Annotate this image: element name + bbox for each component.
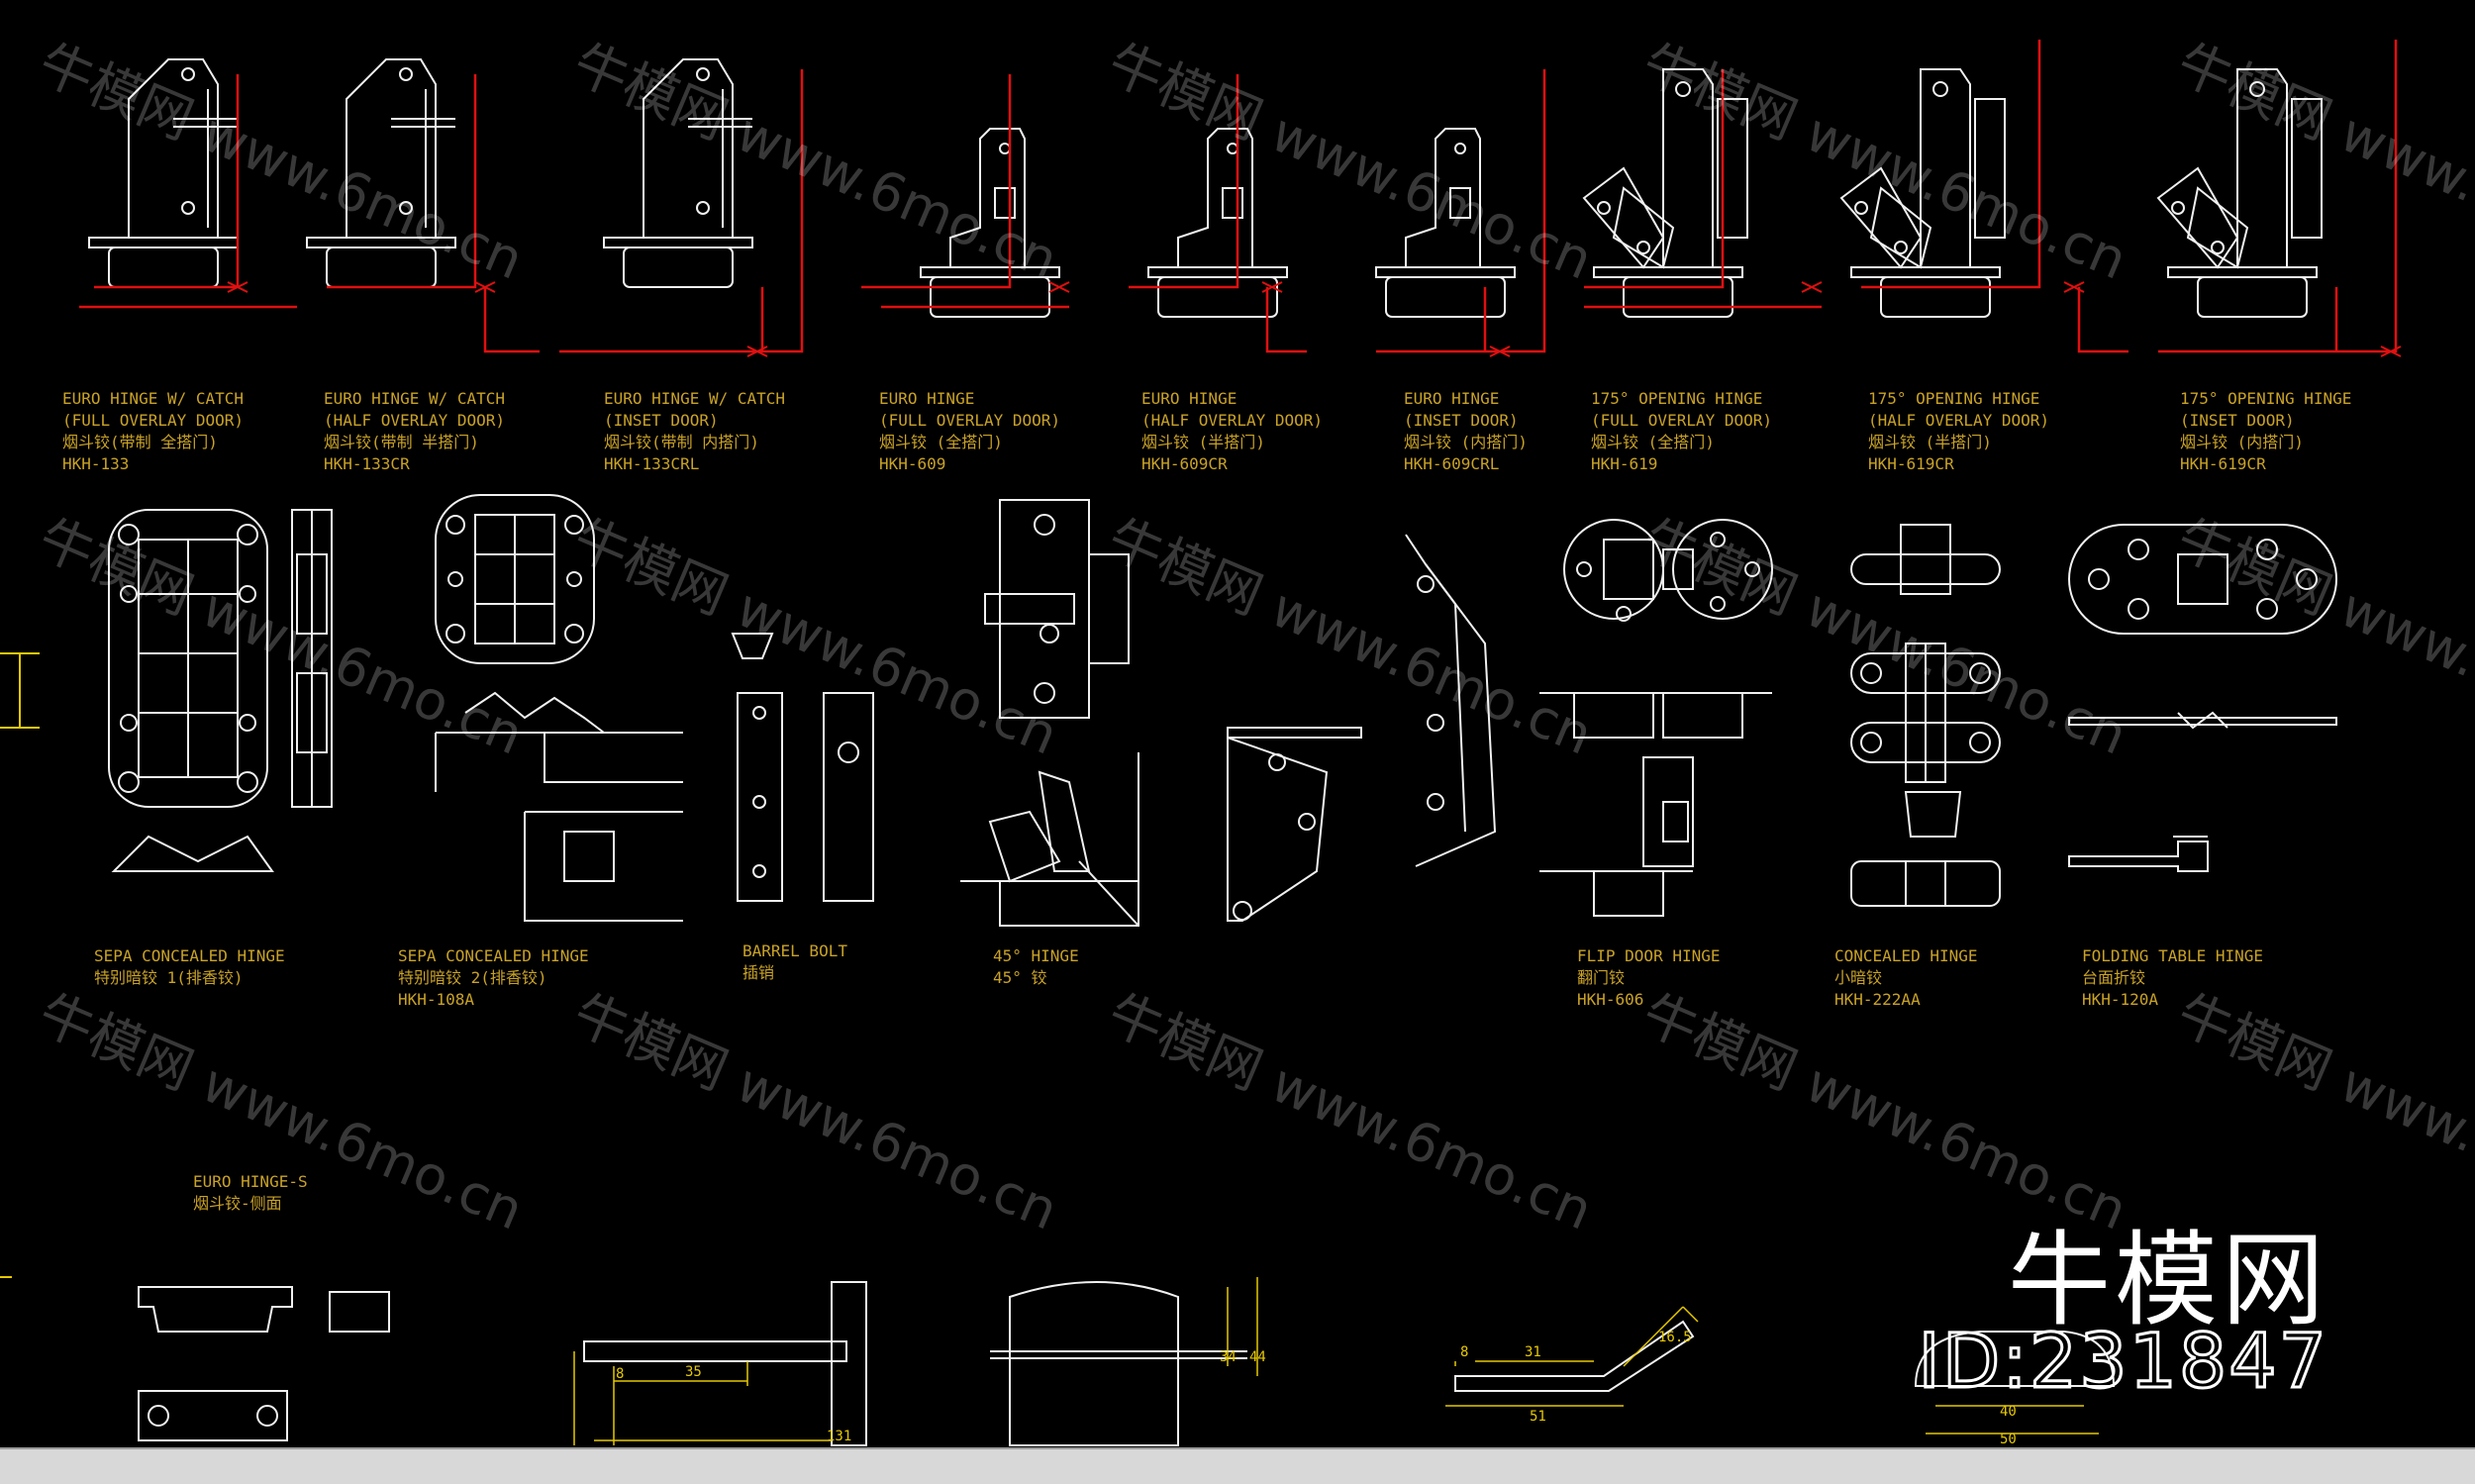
dim-label: 51 (1530, 1409, 1546, 1425)
dim-label: 35 (685, 1364, 702, 1380)
dim-label: 8 (616, 1366, 624, 1382)
label-hkh-619cr-inset: 175° OPENING HINGE(INSET DOOR)烟斗铰 (内搭门)H… (2180, 389, 2352, 473)
dim-label: 16.5 (1658, 1330, 1692, 1345)
dim-label: 40 (2000, 1404, 2017, 1420)
dim-label: 44 (1249, 1349, 1266, 1365)
label-hkh-133: EURO HINGE W/ CATCH(FULL OVERLAY DOOR)烟斗… (62, 389, 245, 473)
brand-logo: 牛模网 (2007, 1220, 2328, 1340)
label-hkh-133cr: EURO HINGE W/ CATCH(HALF OVERLAY DOOR)烟斗… (324, 389, 506, 473)
label-hkh-619: 175° OPENING HINGE(FULL OVERLAY DOOR)烟斗铰… (1591, 389, 1773, 473)
label-hkh-133crl: EURO HINGE W/ CATCH(INSET DOOR)烟斗铰(带制 内搭… (604, 389, 786, 473)
brand-id: ID:231847 (1917, 1316, 2328, 1407)
edge-marker (0, 652, 40, 1278)
status-bar (0, 1447, 2475, 1484)
dim-label: 8 (1460, 1344, 1468, 1360)
label-hkh-609crl: EURO HINGE(INSET DOOR)烟斗铰 (内搭门)HKH-609CR… (1404, 389, 1528, 473)
label-hkh-609: EURO HINGE(FULL OVERLAY DOOR)烟斗铰 (全搭门)HK… (879, 389, 1061, 473)
label-hkh-619cr: 175° OPENING HINGE(HALF OVERLAY DOOR)烟斗铰… (1868, 389, 2050, 473)
dim-label: 131 (827, 1429, 851, 1444)
label-hkh-609cr: EURO HINGE(HALF OVERLAY DOOR)烟斗铰 (半搭门)HK… (1141, 389, 1324, 473)
dim-label: 34 (1220, 1349, 1237, 1365)
dim-label: 50 (2000, 1432, 2017, 1447)
dim-label: 31 (1525, 1344, 1541, 1360)
